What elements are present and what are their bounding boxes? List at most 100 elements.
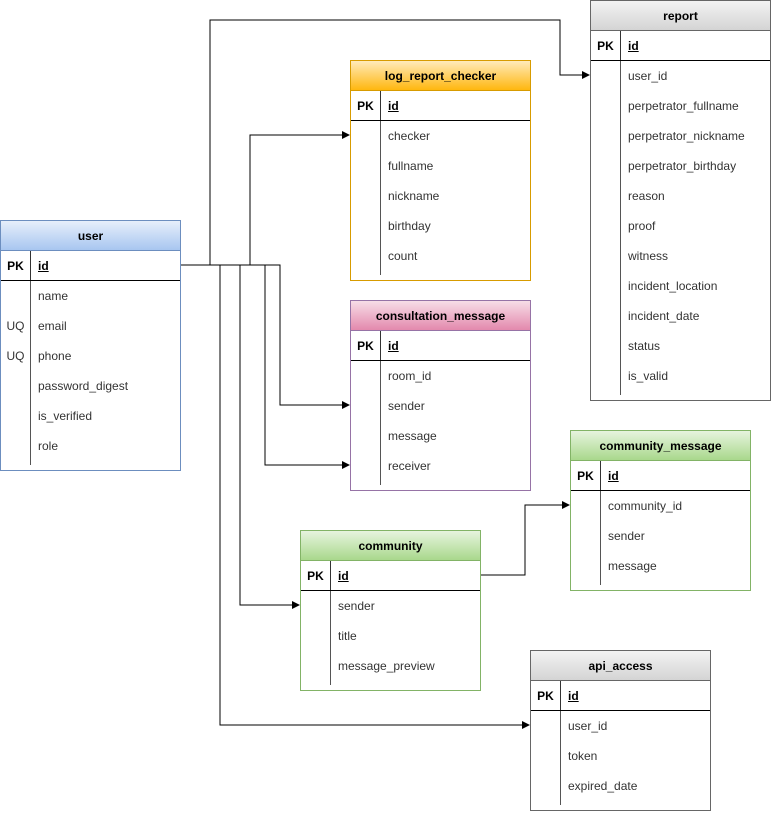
field-row-room-id[interactable]: room_id [351, 361, 530, 391]
key-label [571, 551, 601, 581]
field-row-name[interactable]: name [1, 281, 180, 311]
field-row-witness[interactable]: witness [591, 241, 770, 271]
field-row-token[interactable]: token [531, 741, 710, 771]
pk-label: PK [571, 461, 601, 490]
pk-label: PK [531, 681, 561, 710]
key-label [571, 521, 601, 551]
field-name: password_digest [38, 379, 129, 393]
field-row-perpetrator-birthday[interactable]: perpetrator_birthday [591, 151, 770, 181]
link-community-community-message [481, 501, 570, 576]
key-column-divider [301, 681, 331, 685]
field-name: sender [338, 599, 375, 613]
field-name: phone [38, 349, 72, 363]
field-row-reason[interactable]: reason [591, 181, 770, 211]
entity-title: log_report_checker [351, 61, 530, 91]
key-label [591, 61, 621, 91]
key-label [351, 241, 381, 271]
key-label [591, 331, 621, 361]
key-column-divider [351, 271, 381, 275]
key-label [531, 771, 561, 801]
field-row-incident-date[interactable]: incident_date [591, 301, 770, 331]
field-name: is_valid [628, 369, 669, 383]
field-row-fullname[interactable]: fullname [351, 151, 530, 181]
field-row-is-verified[interactable]: is_verified [1, 401, 180, 431]
pk-field-name: id [388, 339, 399, 353]
field-row-sender[interactable]: sender [351, 391, 530, 421]
field-row-birthday[interactable]: birthday [351, 211, 530, 241]
entity-body-padding [591, 391, 770, 421]
entity-body-padding [531, 801, 710, 831]
field-row-count[interactable]: count [351, 241, 530, 271]
key-label [301, 591, 331, 621]
pk-field-name: id [388, 99, 399, 113]
field-name: title [338, 629, 357, 643]
field-name: perpetrator_birthday [628, 159, 737, 173]
field-name: user_id [628, 69, 668, 83]
key-label [591, 181, 621, 211]
field-row-perpetrator-nickname[interactable]: perpetrator_nickname [591, 121, 770, 151]
key-label [571, 491, 601, 521]
field-row-message[interactable]: message [351, 421, 530, 451]
field-row-message[interactable]: message [571, 551, 750, 581]
entity-body-padding [1, 461, 180, 491]
field-row-proof[interactable]: proof [591, 211, 770, 241]
field-row-community-id[interactable]: community_id [571, 491, 750, 521]
key-label [531, 711, 561, 741]
key-label [351, 151, 381, 181]
pk-field-name: id [38, 259, 49, 273]
key-label [591, 301, 621, 331]
field-row-sender[interactable]: sender [571, 521, 750, 551]
key-column-divider [531, 801, 561, 805]
field-row-receiver[interactable]: receiver [351, 451, 530, 481]
field-name: fullname [388, 159, 434, 173]
link-user-community [181, 264, 300, 609]
field-row-user-id[interactable]: user_id [591, 61, 770, 91]
field-name: count [388, 249, 418, 263]
key-label [591, 361, 621, 391]
field-name: message [608, 559, 657, 573]
field-row-perpetrator-fullname[interactable]: perpetrator_fullname [591, 91, 770, 121]
entity-title: report [591, 1, 770, 31]
field-name: expired_date [568, 779, 638, 793]
field-row-sender[interactable]: sender [301, 591, 480, 621]
field-name: incident_date [628, 309, 700, 323]
field-row-is-valid[interactable]: is_valid [591, 361, 770, 391]
key-label: UQ [1, 311, 31, 341]
field-row-status[interactable]: status [591, 331, 770, 361]
field-row-title[interactable]: title [301, 621, 480, 651]
entity-title: user [1, 221, 180, 251]
key-label [351, 361, 381, 391]
field-row-incident-location[interactable]: incident_location [591, 271, 770, 301]
field-row-password-digest[interactable]: password_digest [1, 371, 180, 401]
field-name: room_id [388, 369, 432, 383]
field-row-nickname[interactable]: nickname [351, 181, 530, 211]
field-row-checker[interactable]: checker [351, 121, 530, 151]
key-label [1, 431, 31, 461]
field-row-message-preview[interactable]: message_preview [301, 651, 480, 681]
key-label [351, 391, 381, 421]
field-row-user-id[interactable]: user_id [531, 711, 710, 741]
field-row-expired-date[interactable]: expired_date [531, 771, 710, 801]
field-name: perpetrator_fullname [628, 99, 739, 113]
entity-title: consultation_message [351, 301, 530, 331]
field-name: checker [388, 129, 431, 143]
field-row-role[interactable]: role [1, 431, 180, 461]
link-user-api-access [181, 264, 530, 729]
entity-title: api_access [531, 651, 710, 681]
